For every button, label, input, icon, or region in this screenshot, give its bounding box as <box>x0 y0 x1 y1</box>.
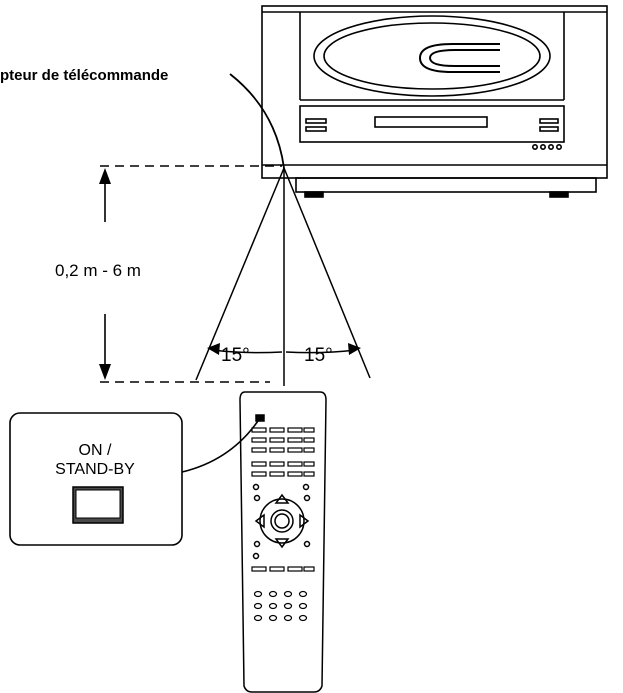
distance-guides <box>100 165 282 383</box>
standby-button-icon <box>72 486 124 524</box>
sensor-label: pteur de télécommande <box>0 67 168 84</box>
distance-arrow <box>99 168 111 380</box>
stereo-unit-icon <box>261 5 608 198</box>
angle-arrows <box>207 343 361 355</box>
callout-connector <box>181 417 261 473</box>
sensor-leader-line <box>229 73 285 169</box>
button-callout-line2: STAND-BY <box>55 461 135 478</box>
button-callout: ON / STAND-BY <box>9 412 183 546</box>
remote-control-icon <box>239 391 327 693</box>
distance-label: 0,2 m - 6 m <box>55 261 141 280</box>
button-callout-line1: ON / <box>79 442 112 459</box>
angle-left-label: 15° <box>221 345 250 366</box>
angle-cone <box>195 167 371 386</box>
angle-right-label: 15° <box>304 345 333 366</box>
